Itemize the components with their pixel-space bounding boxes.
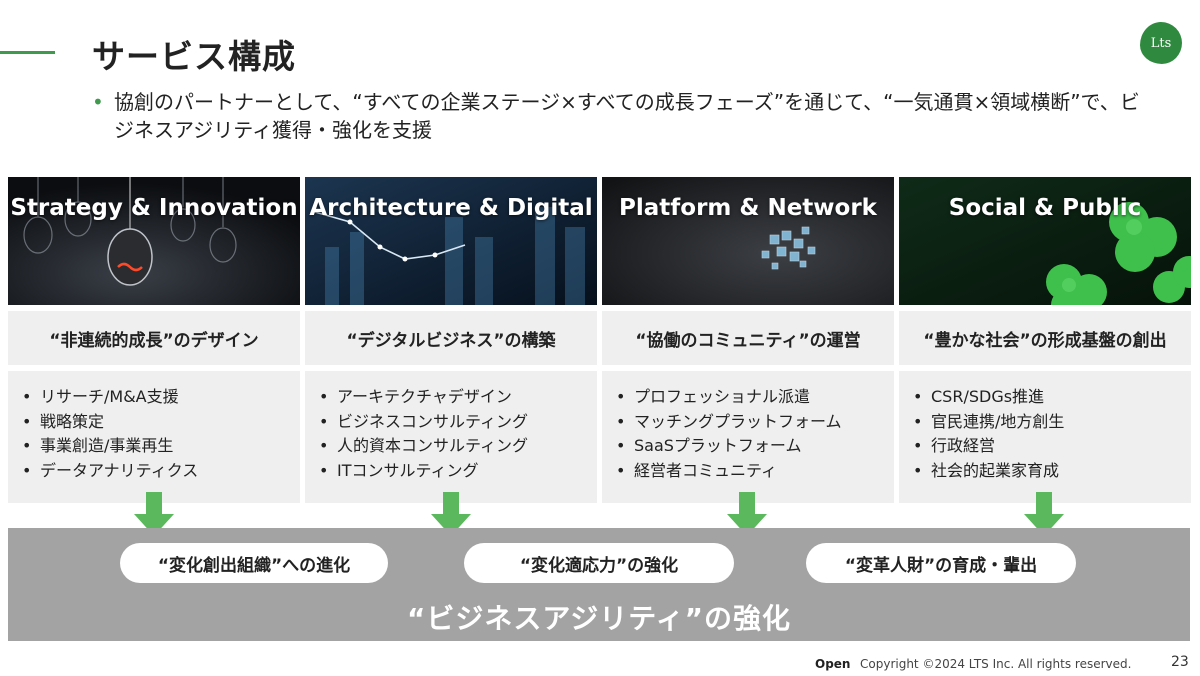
- column-heading: Social & Public: [948, 195, 1142, 221]
- list-item: 行政経営: [913, 434, 1191, 459]
- list-item: 戦略策定: [22, 410, 300, 435]
- outcome-pill: “変革人財”の育成・輩出: [806, 543, 1076, 583]
- column-heading: Architecture & Digital: [309, 195, 593, 221]
- down-arrow-icon: [727, 492, 767, 536]
- service-list: アーキテクチャデザイン ビジネスコンサルティング 人的資本コンサルティング IT…: [305, 371, 597, 503]
- column-heading: Platform & Network: [619, 195, 877, 221]
- service-list: プロフェッショナル派遣 マッチングプラットフォーム SaaSプラットフォーム 経…: [602, 371, 894, 503]
- intro-text: 協創のパートナーとして、“すべての企業ステージ×すべての成長フェーズ”を通じて、…: [114, 90, 1140, 142]
- network-cubes-image: Platform & Network: [602, 177, 894, 305]
- lightbulb-image: Strategy & Innovation: [8, 177, 300, 305]
- list-item: 経営者コミュニティ: [616, 459, 894, 484]
- list-item: データアナリティクス: [22, 459, 300, 484]
- list-item: 社会的起業家育成: [913, 459, 1191, 484]
- service-column-platform: Platform & Network “協働のコミュニティ”の運営 プロフェッシ…: [602, 177, 894, 503]
- list-item: マッチングプラットフォーム: [616, 410, 894, 435]
- service-column-strategy: Strategy & Innovation “非連続的成長”のデザイン リサーチ…: [8, 177, 300, 503]
- column-subtitle: “デジタルビジネス”の構築: [305, 311, 597, 365]
- list-item: ビジネスコンサルティング: [319, 410, 597, 435]
- data-chart-image: Architecture & Digital: [305, 177, 597, 305]
- company-logo: Lts: [1140, 22, 1182, 64]
- column-subtitle: “豊かな社会”の形成基盤の創出: [899, 311, 1191, 365]
- intro-bullet: • 協創のパートナーとして、“すべての企業ステージ×すべての成長フェーズ”を通じ…: [92, 88, 1142, 144]
- service-column-architecture: Architecture & Digital “デジタルビジネス”の構築 アーキ…: [305, 177, 597, 503]
- band-title: “ビジネスアジリティ”の強化: [406, 602, 791, 635]
- down-arrow-icon: [431, 492, 471, 536]
- list-item: リサーチ/M&A支援: [22, 385, 300, 410]
- list-item: SaaSプラットフォーム: [616, 434, 894, 459]
- list-item: 官民連携/地方創生: [913, 410, 1191, 435]
- outcome-pill: “変化適応力”の強化: [464, 543, 734, 583]
- service-column-social: Social & Public “豊かな社会”の形成基盤の創出 CSR/SDGs…: [899, 177, 1191, 503]
- list-item: アーキテクチャデザイン: [319, 385, 597, 410]
- title-accent-rule: [0, 51, 55, 54]
- column-subtitle: “協働のコミュニティ”の運営: [602, 311, 894, 365]
- outcome-pill: “変化創出組織”への進化: [120, 543, 388, 583]
- slide-title: サービス構成: [92, 37, 296, 76]
- service-list: CSR/SDGs推進 官民連携/地方創生 行政経営 社会的起業家育成: [899, 371, 1191, 503]
- page-number: 23: [1171, 654, 1189, 670]
- down-arrow-icon: [1024, 492, 1064, 536]
- footer-copyright: Copyright ©2024 LTS Inc. All rights rese…: [860, 657, 1132, 671]
- down-arrow-icon: [134, 492, 174, 536]
- list-item: 事業創造/事業再生: [22, 434, 300, 459]
- footer-classification: Open: [815, 657, 851, 671]
- list-item: ITコンサルティング: [319, 459, 597, 484]
- list-item: プロフェッショナル派遣: [616, 385, 894, 410]
- column-subtitle: “非連続的成長”のデザイン: [8, 311, 300, 365]
- bullet-dot-icon: •: [92, 90, 104, 114]
- column-heading: Strategy & Innovation: [10, 195, 298, 221]
- list-item: CSR/SDGs推進: [913, 385, 1191, 410]
- list-item: 人的資本コンサルティング: [319, 434, 597, 459]
- clover-image: Social & Public: [899, 177, 1191, 305]
- service-list: リサーチ/M&A支援 戦略策定 事業創造/事業再生 データアナリティクス: [8, 371, 300, 503]
- logo-text: Lts: [1150, 35, 1172, 51]
